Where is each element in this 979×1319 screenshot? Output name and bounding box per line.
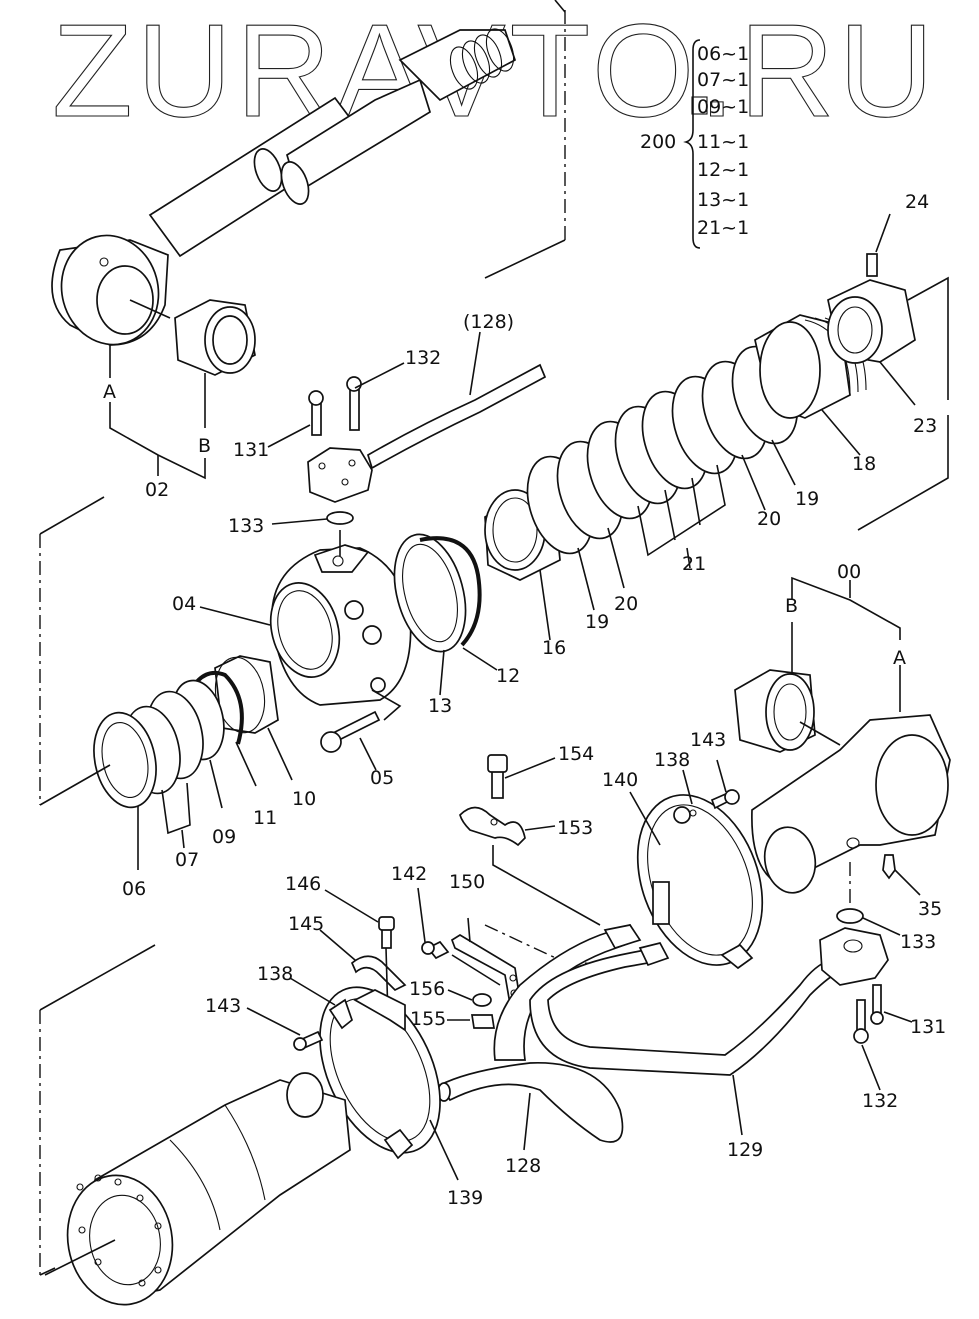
tube-bushing (734, 669, 816, 753)
label-19: 19 (795, 488, 819, 510)
piston-nut-23 (827, 279, 916, 364)
piston-18 (754, 314, 867, 419)
label-tube-B: B (785, 595, 798, 617)
label-02: 02 (145, 479, 169, 501)
label-04: 04 (172, 593, 196, 615)
label-13: 13 (428, 695, 452, 717)
piston-rod (51, 28, 517, 346)
cylinder-tube-body (66, 1072, 351, 1306)
rod-thread (398, 28, 517, 102)
label-12: 12 (496, 665, 520, 687)
label-155: 155 (410, 1008, 446, 1030)
washer-156 (472, 993, 492, 1007)
watermark: ZURAVTO.RU (52, 0, 938, 144)
label-128-ref: (128) (463, 311, 514, 333)
kit-item: 21~1 (697, 217, 749, 239)
kit-item: 11~1 (697, 131, 749, 153)
label-21: 21 (682, 553, 706, 575)
label-35: 35 (918, 898, 942, 920)
label-19: 19 (585, 611, 609, 633)
label-20: 20 (757, 508, 781, 530)
backup-ring-13 (393, 533, 467, 653)
label-129: 129 (727, 1139, 763, 1161)
cylinder-head (269, 544, 412, 706)
label-00: 00 (837, 561, 861, 583)
label-138: 138 (654, 749, 690, 771)
bolt-146 (378, 916, 395, 949)
clamp-140 (636, 794, 764, 970)
lower-port-flange (819, 927, 889, 1044)
label-133: 133 (228, 515, 264, 537)
label-132: 132 (862, 1090, 898, 1112)
bracket-150 (450, 934, 521, 1006)
kit-number: 200 (640, 131, 676, 153)
upper-port-flange (307, 376, 373, 525)
kit-item: 12~1 (697, 159, 749, 181)
dust-seal-06 (93, 711, 157, 809)
bolt-154 (487, 754, 508, 799)
grease-nipple-35 (882, 854, 896, 880)
label-09: 09 (212, 826, 236, 848)
label-24: 24 (905, 191, 929, 213)
label-tube-A: A (893, 647, 906, 669)
label-131: 131 (233, 439, 269, 461)
label-143: 143 (690, 729, 726, 751)
label-16: 16 (542, 637, 566, 659)
label-140: 140 (602, 769, 638, 791)
label-128: 128 (505, 1155, 541, 1177)
label-150: 150 (449, 871, 485, 893)
set-screw-24 (866, 253, 878, 277)
kit-item: 09~1 (697, 96, 749, 118)
label-rod-A: A (103, 381, 116, 403)
label-143: 143 (205, 995, 241, 1017)
label-18: 18 (852, 453, 876, 475)
label-154: 154 (558, 743, 594, 765)
rod-bushing (174, 299, 256, 376)
kit-item: 07~1 (697, 69, 749, 91)
label-156: 156 (409, 978, 445, 1000)
label-132: 132 (405, 347, 441, 369)
label-142: 142 (391, 863, 427, 885)
label-133: 133 (900, 931, 936, 953)
clip-153 (459, 806, 526, 847)
label-07: 07 (175, 849, 199, 871)
nut-155 (471, 1014, 495, 1029)
label-06: 06 (122, 878, 146, 900)
pipe-129 (529, 942, 840, 1076)
label-146: 146 (285, 873, 321, 895)
label-153: 153 (557, 817, 593, 839)
label-145: 145 (288, 913, 324, 935)
pipe-128-upper (366, 363, 547, 470)
label-05: 05 (370, 767, 394, 789)
label-23: 23 (913, 415, 937, 437)
clamp-139 (319, 986, 441, 1160)
kit-item: 13~1 (697, 189, 749, 211)
bolt-143-right (710, 789, 740, 810)
o-ring-12 (419, 536, 482, 647)
seal-kit-200: 200 06~1 07~1 09~1 11~1 12~1 13~1 21~1 (640, 39, 749, 249)
label-11: 11 (253, 807, 277, 829)
label-rod-B: B (198, 435, 211, 457)
cylinder-tube-end (751, 714, 951, 894)
clip-145 (350, 955, 407, 992)
head-bolt (320, 710, 381, 753)
label-131: 131 (910, 1016, 946, 1038)
kit-item: 06~1 (697, 43, 749, 65)
label-20: 20 (614, 593, 638, 615)
label-10: 10 (292, 788, 316, 810)
label-139: 139 (447, 1187, 483, 1209)
label-138: 138 (257, 963, 293, 985)
bolt-142 (421, 940, 450, 960)
bolt-143-left (293, 1030, 324, 1051)
